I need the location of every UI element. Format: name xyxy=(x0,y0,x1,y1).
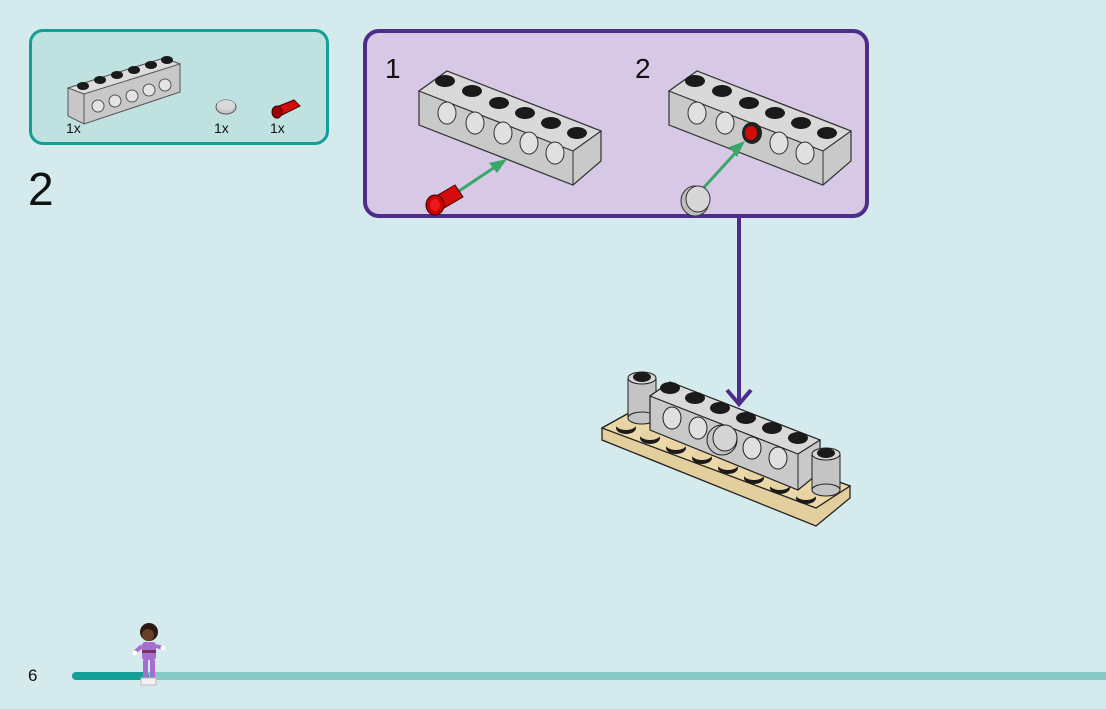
substep-callout-box: 1 2 xyxy=(363,29,869,218)
red-pin-part-image xyxy=(271,99,301,119)
assembly-result-illustration xyxy=(600,371,852,527)
page-number: 6 xyxy=(28,666,38,685)
purple-down-arrow xyxy=(725,216,753,408)
technic-brick-part-image xyxy=(66,56,182,125)
green-insert-arrow xyxy=(452,161,502,197)
substep-2-illustration xyxy=(667,70,853,217)
progress-bar-fill xyxy=(72,672,149,680)
red-pin xyxy=(425,184,464,216)
part-quantity: 1x xyxy=(214,120,229,136)
substep-number: 2 xyxy=(635,53,651,84)
round-tile-part-image xyxy=(215,99,237,115)
part-quantity: 1x xyxy=(270,120,285,136)
round-brick-right xyxy=(811,447,841,497)
substep-1-illustration xyxy=(417,70,603,216)
gray-round-tile xyxy=(680,185,711,217)
progress-bar xyxy=(72,672,1106,680)
part-quantity: 1x xyxy=(66,120,81,136)
substep-number: 1 xyxy=(385,53,401,84)
step-number: 2 xyxy=(28,163,54,215)
minifigure-progress-marker xyxy=(132,623,166,686)
parts-list-box: 1x 1x 1x xyxy=(29,29,329,145)
technic-brick xyxy=(648,381,822,491)
